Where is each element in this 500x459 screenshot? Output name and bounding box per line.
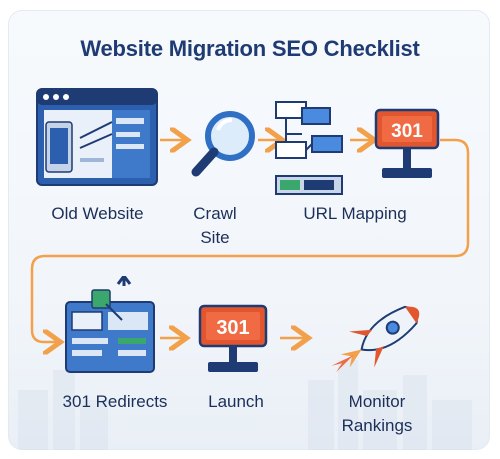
diagram-title: Website Migration SEO Checklist [80,36,420,61]
svg-text:301: 301 [216,317,249,339]
step-label-crawl-site: Crawl Site [193,204,237,247]
step-label-monitor-rankings: Monitor Rankings [341,392,413,435]
rocket-icon [331,305,420,373]
launch-sign-icon: 301 [198,304,268,372]
redirect-dashboard-icon [65,276,155,373]
city-skyline-background [18,360,472,450]
step-label-old-website: Old Website [51,204,144,223]
magnifying-glass-icon [191,111,255,177]
diagram-panel [8,10,490,450]
step-label-url-mapping: URL Mapping [303,204,407,223]
redirect-sign-icon: 301 [374,108,440,178]
step-label-301-redirects: 301 Redirects [62,392,168,411]
svg-text:301: 301 [391,121,423,142]
step-label-launch: Launch [208,392,264,411]
arrow-row-wrap [30,138,470,342]
flowchart-icon [275,101,343,195]
browser-window-icon [36,88,158,186]
